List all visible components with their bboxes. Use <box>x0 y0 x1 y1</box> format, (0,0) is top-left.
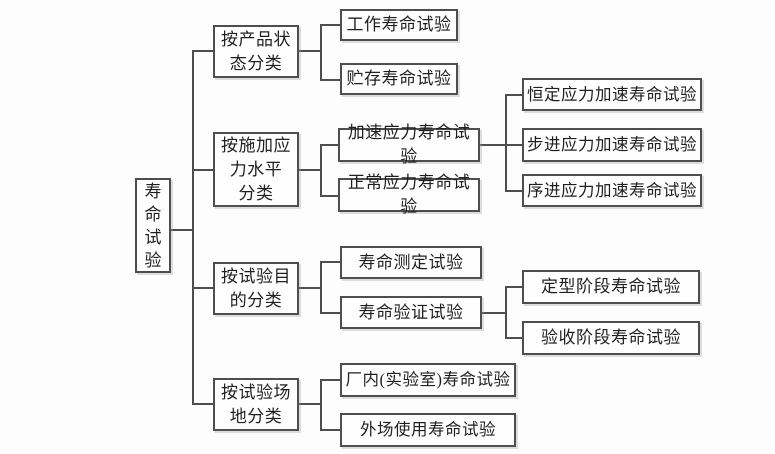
node-progressive-stress-accelerated-test: 序进应力加速寿命试验 <box>522 174 702 207</box>
connector-line <box>505 286 522 288</box>
node-life-measurement-test: 寿命测定试验 <box>340 246 482 279</box>
node-step-stress-accelerated-test: 步进应力加速寿命试验 <box>522 128 702 162</box>
connector-line <box>192 50 213 52</box>
connector-line <box>482 312 507 314</box>
branch-line <box>320 25 322 81</box>
node-acceptance-stage-life-test: 验收阶段寿命试验 <box>522 321 700 355</box>
node-constant-stress-accelerated-test: 恒定应力加速寿命试验 <box>522 78 702 111</box>
connector-line <box>505 94 522 96</box>
branch-line <box>320 144 322 197</box>
node-field-use-life-test: 外场使用寿命试验 <box>340 413 516 447</box>
connector-line <box>320 144 338 146</box>
connector-line <box>480 144 507 146</box>
connector-line <box>299 287 320 289</box>
connector-line <box>169 229 192 231</box>
node-accelerated-stress-life-test: 加速应力寿命试验 <box>338 123 480 166</box>
connector-line <box>320 24 340 26</box>
connector-line <box>192 169 213 171</box>
connector-line <box>299 169 320 171</box>
node-normal-stress-life-test: 正常应力寿命试验 <box>338 173 480 216</box>
branch-line <box>505 94 507 192</box>
connector-line <box>299 50 320 52</box>
branch-line <box>505 286 507 339</box>
node-storage-life-test: 贮存寿命试验 <box>340 63 458 95</box>
connector-line <box>505 144 522 146</box>
connector-line <box>299 403 320 405</box>
node-in-plant-lab-life-test: 厂内(实验室)寿命试验 <box>340 363 516 397</box>
branch-line <box>320 262 322 314</box>
category-node-stress-level: 按施加应 力水平 分类 <box>213 132 299 207</box>
connector-line <box>320 312 340 314</box>
node-life-verification-test: 寿命验证试验 <box>340 296 482 329</box>
connector-line <box>505 337 522 339</box>
connector-line <box>320 429 340 431</box>
connector-line <box>320 79 340 81</box>
branch-line <box>320 380 322 431</box>
category-node-test-purpose: 按试验目 的分类 <box>213 262 299 315</box>
connector-line <box>320 379 340 381</box>
connector-line <box>320 195 338 197</box>
category-node-product-state: 按产品状 态分类 <box>213 25 299 78</box>
connector-line <box>192 287 213 289</box>
connector-line <box>505 190 522 192</box>
connector-line <box>192 403 213 405</box>
node-finalization-stage-life-test: 定型阶段寿命试验 <box>522 270 700 304</box>
category-node-test-site: 按试验场 地分类 <box>213 378 299 431</box>
node-working-life-test: 工作寿命试验 <box>340 9 458 41</box>
connector-line <box>320 261 340 263</box>
root-node-life-test: 寿 命 试 验 <box>135 178 171 273</box>
trunk-line <box>192 51 194 405</box>
